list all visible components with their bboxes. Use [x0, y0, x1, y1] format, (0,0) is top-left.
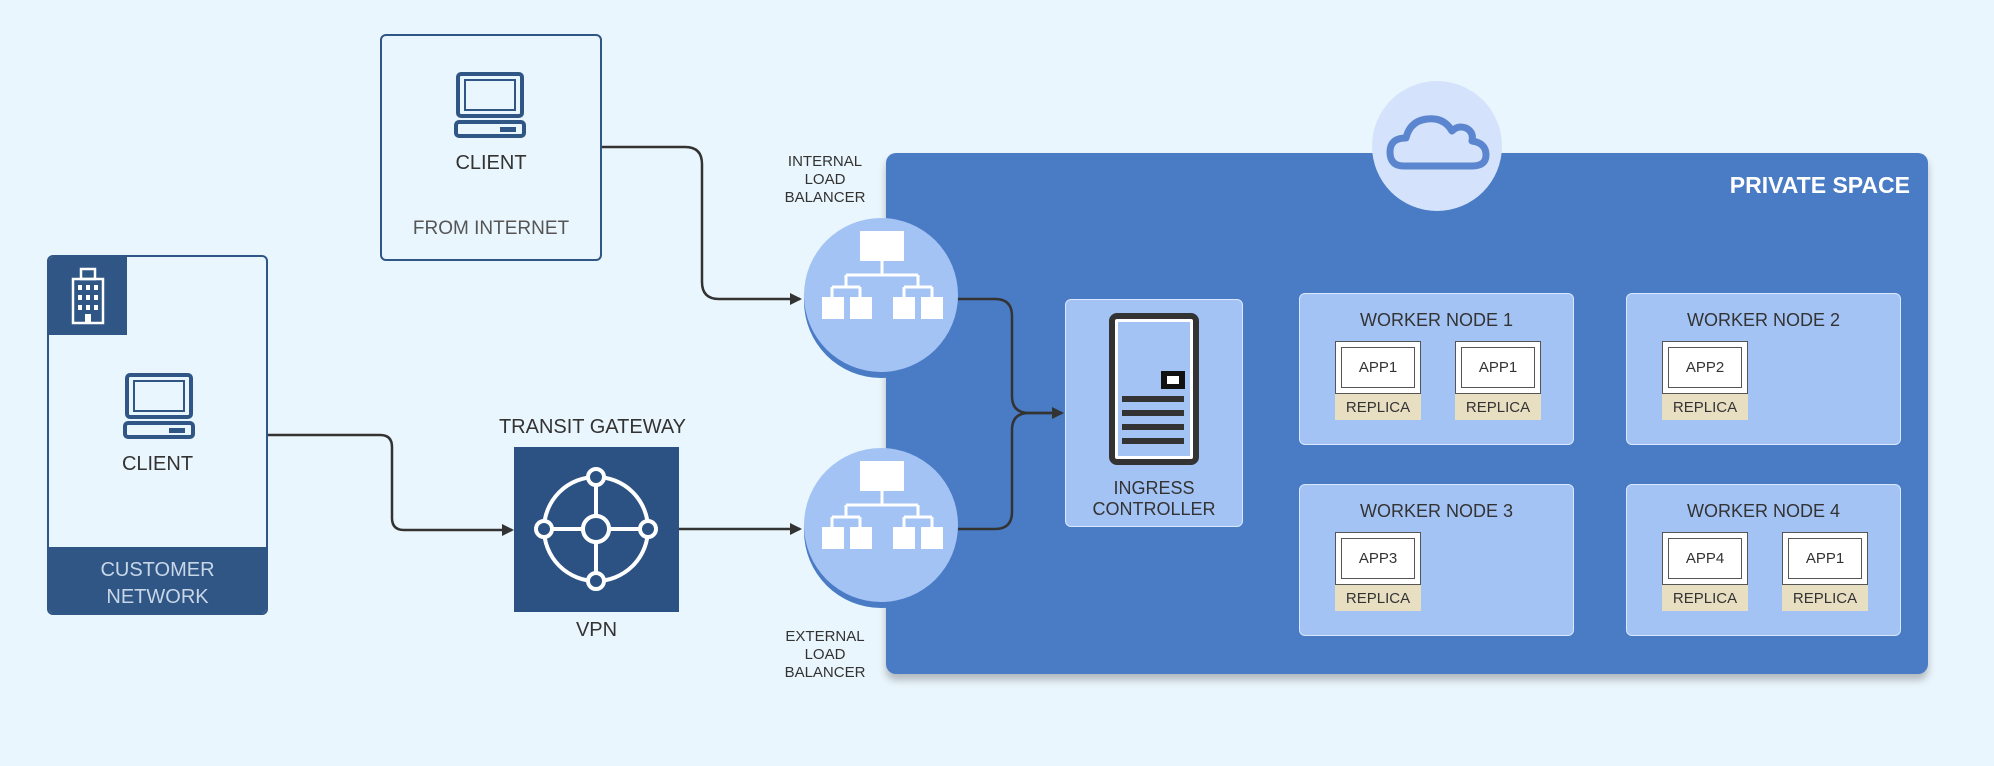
connector-internet-to-internal-lb — [601, 145, 802, 305]
worker-node-3: WORKER NODE 3 APP3 REPLICA — [1299, 484, 1574, 636]
ingress-controller: INGRESS CONTROLLER — [1065, 299, 1243, 527]
computer-icon — [123, 373, 195, 439]
vpn-gateway — [514, 447, 679, 612]
transit-gateway-label: TRANSIT GATEWAY — [498, 416, 687, 438]
worker-node-title: WORKER NODE 3 — [1359, 501, 1514, 521]
replica-label: REPLICA — [1782, 585, 1868, 611]
customer-network-card: CLIENT CUSTOMER NETWORK — [47, 255, 268, 615]
client-internet-subtitle: FROM INTERNET — [412, 218, 570, 239]
worker-node-4: WORKER NODE 4 APP4 REPLICA APP1 REPLICA — [1626, 484, 1901, 636]
network-tree-icon — [804, 448, 958, 608]
connector-internal-lb-to-ingress — [958, 297, 1064, 419]
connector-customer-to-vpn — [267, 433, 514, 536]
customer-network-line1: CUSTOMER — [100, 559, 215, 581]
building-icon-badge — [49, 257, 127, 335]
client-internet-card: CLIENT FROM INTERNET — [380, 34, 602, 261]
replica-label: REPLICA — [1335, 585, 1421, 611]
app-label: APP1 — [1341, 347, 1415, 388]
ingress-label-1: INGRESS — [1113, 478, 1195, 498]
worker-node-2: WORKER NODE 2 APP2 REPLICA — [1626, 293, 1901, 445]
hub-icon — [534, 467, 658, 591]
app-box: APP1 — [1335, 341, 1421, 394]
internal-load-balancer — [803, 217, 960, 379]
client-internet-title: CLIENT — [455, 152, 527, 174]
app-label: APP3 — [1341, 538, 1415, 579]
worker-node-title: WORKER NODE 2 — [1686, 310, 1841, 330]
external-lb-label-3: BALANCER — [784, 664, 866, 681]
replica-label: REPLICA — [1455, 394, 1541, 420]
worker-node-title: WORKER NODE 4 — [1686, 501, 1841, 521]
replica-label: REPLICA — [1662, 394, 1748, 420]
app-box: APP1 — [1455, 341, 1541, 394]
external-lb-label-2: LOAD — [804, 646, 846, 663]
app-box: APP3 — [1335, 532, 1421, 585]
worker-node-1: WORKER NODE 1 APP1 REPLICA APP1 REPLICA — [1299, 293, 1574, 445]
building-icon — [71, 267, 105, 325]
internal-lb-label-2: LOAD — [804, 171, 846, 188]
replica-label: REPLICA — [1662, 585, 1748, 611]
external-lb-label-1: EXTERNAL — [785, 628, 865, 645]
app-label: APP2 — [1668, 347, 1742, 388]
customer-network-footer: CUSTOMER NETWORK — [49, 547, 266, 613]
app-box: APP4 — [1662, 532, 1748, 585]
server-icon — [1109, 313, 1199, 465]
network-tree-icon — [804, 218, 958, 378]
customer-network-line2: NETWORK — [106, 586, 209, 608]
external-load-balancer — [803, 447, 960, 609]
worker-node-title: WORKER NODE 1 — [1359, 310, 1514, 330]
replica-label: REPLICA — [1335, 394, 1421, 420]
customer-client-title: CLIENT — [121, 453, 194, 475]
computer-icon — [454, 72, 526, 138]
app-box: APP2 — [1662, 341, 1748, 394]
app-label: APP1 — [1461, 347, 1535, 388]
connector-external-lb-to-ingress — [958, 411, 1062, 531]
vpn-label: VPN — [575, 619, 618, 641]
ingress-label-2: CONTROLLER — [1092, 499, 1216, 519]
cloud-icon — [1372, 81, 1502, 211]
private-space-title: PRIVATE SPACE — [1729, 172, 1910, 198]
internal-lb-label-3: BALANCER — [784, 189, 866, 206]
app-label: APP1 — [1788, 538, 1862, 579]
internal-lb-label-1: INTERNAL — [787, 153, 863, 170]
app-label: APP4 — [1668, 538, 1742, 579]
app-box: APP1 — [1782, 532, 1868, 585]
